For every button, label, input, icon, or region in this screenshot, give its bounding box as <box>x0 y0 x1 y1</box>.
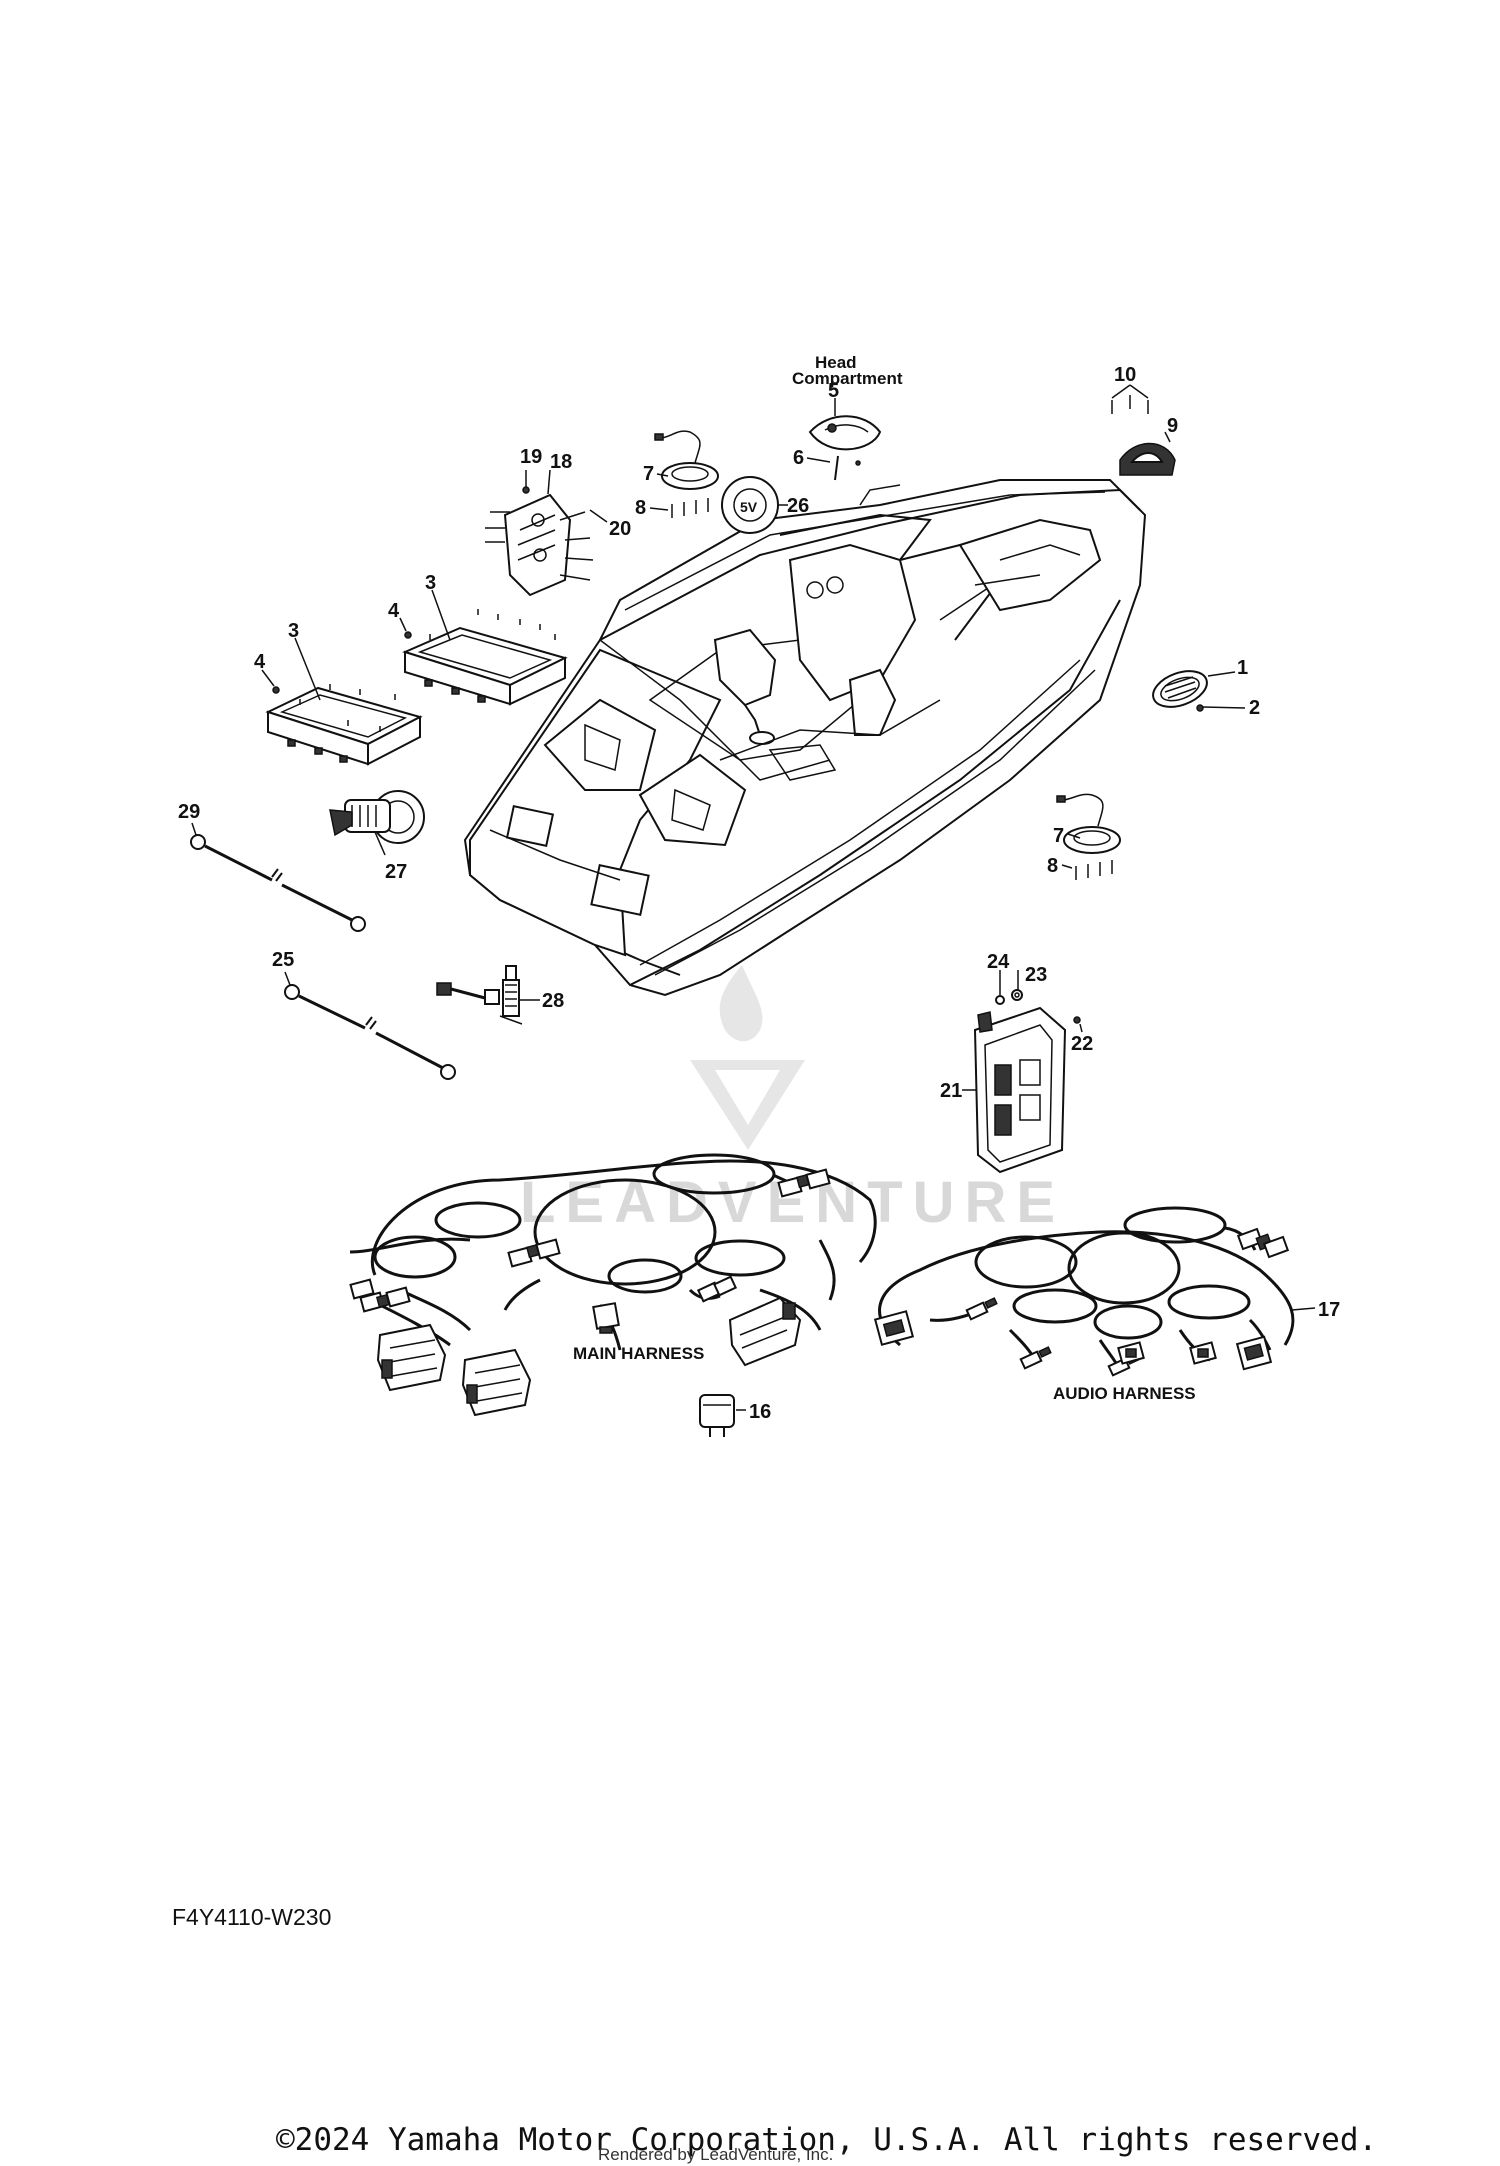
callout-29: 29 <box>178 801 200 823</box>
callout-26: 26 <box>787 495 809 517</box>
connector-pair <box>349 1278 411 1313</box>
callout-19: 19 <box>520 446 542 468</box>
helm-console <box>788 543 917 702</box>
callout-4-right: 4 <box>388 600 400 622</box>
main-harness: MAIN HARNESS <box>349 1153 877 1417</box>
callout-1: 1 <box>1237 657 1248 679</box>
tray-right <box>402 609 568 706</box>
sensor-28 <box>436 965 540 1025</box>
callout-25: 25 <box>272 949 294 971</box>
callout-7-side: 7 <box>1053 825 1064 847</box>
callout-6: 6 <box>793 447 804 469</box>
audio-connector <box>1236 1227 1290 1259</box>
callout-17: 17 <box>1318 1299 1340 1321</box>
rca-plug <box>965 1297 998 1321</box>
callout-3-left: 3 <box>288 620 299 642</box>
screw-icon <box>1196 704 1204 712</box>
callout-28: 28 <box>542 990 564 1012</box>
callout-18: 18 <box>550 451 572 473</box>
switch-panel <box>485 469 608 597</box>
callout-9: 9 <box>1167 415 1178 437</box>
callout-3-right: 3 <box>425 572 436 594</box>
rca-plug <box>1019 1346 1052 1370</box>
tray-left <box>265 684 423 766</box>
relay-16 <box>699 1394 746 1437</box>
rear-seat-right <box>638 753 747 847</box>
large-connector <box>728 1296 802 1367</box>
boat-illustration <box>463 479 1147 997</box>
main-harness-label: MAIN HARNESS <box>573 1344 704 1363</box>
watermark-flame-icon <box>719 965 763 1042</box>
audio-connector <box>1117 1341 1145 1365</box>
speaker-grille <box>1152 670 1208 708</box>
connector-pair <box>696 1275 738 1303</box>
head-compartment-light <box>806 398 882 481</box>
usb-outlet: 5V <box>721 476 788 534</box>
svg-text:5V: 5V <box>740 499 758 515</box>
callout-2: 2 <box>1249 697 1260 719</box>
callout-labels: 1 2 3 3 4 4 5 6 7 7 8 8 9 10 16 17 18 19… <box>178 364 1340 1423</box>
callout-8-top: 8 <box>635 497 646 519</box>
audio-harness-label: AUDIO HARNESS <box>1053 1384 1196 1403</box>
callout-24: 24 <box>987 951 1010 973</box>
callout-4-left: 4 <box>254 651 266 673</box>
ground-cable-29 <box>190 822 366 932</box>
audio-harness: AUDIO HARNESS <box>873 1206 1316 1403</box>
courtesy-light-top <box>649 430 719 518</box>
ecu-bracket <box>962 970 1083 1174</box>
bow-seating <box>958 518 1102 612</box>
connector-pair <box>777 1168 831 1198</box>
speaker-grille-assembly <box>1152 670 1246 712</box>
rendered-by-credit: Rendered by LeadVenture, Inc. <box>598 2145 833 2164</box>
courtesy-light-side <box>1056 793 1121 880</box>
callout-5: 5 <box>828 380 839 402</box>
head-compartment-label-line1: Head <box>815 353 857 372</box>
ground-cable-25 <box>284 971 456 1080</box>
callout-20: 20 <box>609 518 631 540</box>
rear-seat-left <box>543 698 657 791</box>
callout-10: 10 <box>1114 364 1136 386</box>
callout-16: 16 <box>749 1401 771 1423</box>
callout-23: 23 <box>1025 964 1047 986</box>
audio-connector <box>1235 1335 1273 1371</box>
callout-27: 27 <box>385 861 407 883</box>
large-connector <box>376 1323 447 1392</box>
helm-seat <box>713 628 777 707</box>
callout-22: 22 <box>1071 1033 1093 1055</box>
horn-cover <box>1111 384 1176 476</box>
power-socket <box>329 790 425 856</box>
watermark-v-icon <box>690 1060 805 1150</box>
head-compartment-label-line2: Compartment <box>792 369 903 388</box>
callout-8-side: 8 <box>1047 855 1058 877</box>
callout-21: 21 <box>940 1080 962 1102</box>
copyright-notice: ©2024 Yamaha Motor Corporation, U.S.A. A… <box>276 2122 1377 2158</box>
screw-icon <box>404 631 412 639</box>
large-connector <box>461 1348 532 1417</box>
audio-connector <box>1189 1341 1217 1365</box>
connector-single <box>592 1302 620 1334</box>
screw-icon <box>272 686 280 694</box>
callout-7-top: 7 <box>643 463 654 485</box>
connector-pair <box>507 1238 561 1268</box>
audio-connector <box>873 1310 915 1346</box>
figure-code: F4Y4110-W230 <box>172 1904 331 1930</box>
